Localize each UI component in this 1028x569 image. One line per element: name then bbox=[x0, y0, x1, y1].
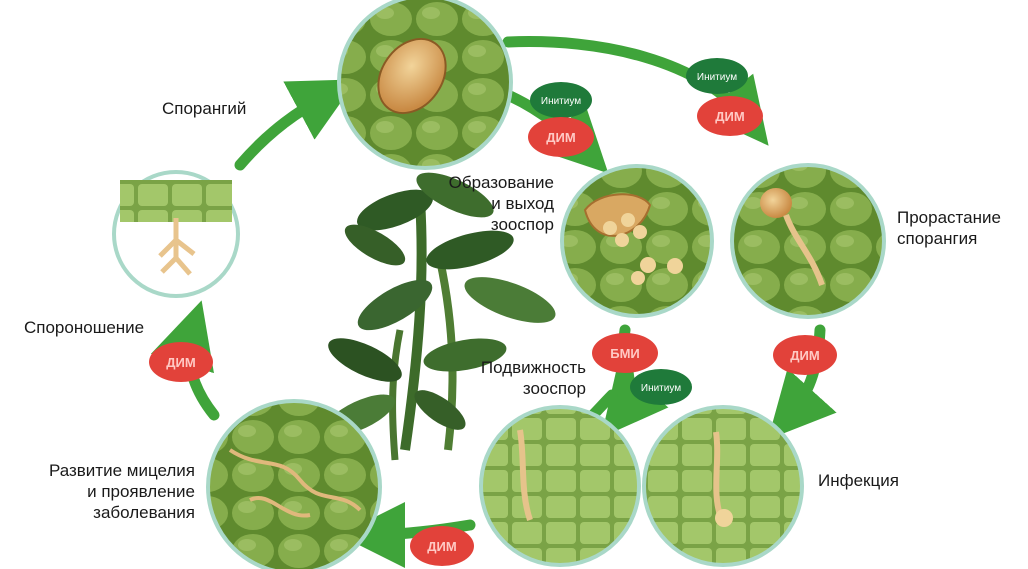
label-mycelium-line-2: и проявление bbox=[0, 481, 195, 502]
stage-circle-zoospore-release bbox=[562, 166, 712, 316]
stage-circle-sporangium bbox=[339, 0, 511, 168]
stage-circle-sporulation bbox=[114, 172, 238, 296]
stage-circle-infection bbox=[644, 407, 802, 565]
label-mycelium-line-1: Развитие мицелия bbox=[0, 460, 195, 481]
badge-dim-4: ДИМ bbox=[149, 342, 213, 382]
label-zoospore-release-line-2: и выход bbox=[400, 193, 554, 214]
badge-dim-5-text: ДИМ bbox=[427, 539, 456, 554]
label-germination-line-2: спорангия bbox=[897, 228, 1001, 249]
label-zoospore-motility-line-2: зооспор bbox=[440, 378, 586, 399]
badge-dim-4-text: ДИМ bbox=[166, 355, 195, 370]
badge-dim-5: ДИМ bbox=[410, 526, 474, 566]
label-zoospore-release-line-3: зооспор bbox=[400, 214, 554, 235]
label-mycelium-line-3: заболевания bbox=[0, 502, 195, 523]
badge-dim-2-text: ДИМ bbox=[715, 109, 744, 124]
label-mycelium: Развитие мицелия и проявление заболевани… bbox=[0, 460, 195, 523]
badge-dim-3: ДИМ bbox=[773, 335, 837, 375]
badge-initium-1-text: Инитиум bbox=[541, 96, 581, 107]
label-zoospore-release: Образование и выход зооспор bbox=[400, 172, 554, 235]
label-sporangium-line-1: Спорангий bbox=[162, 98, 246, 119]
label-sporulation-line-1: Спороношение bbox=[24, 317, 144, 338]
label-germination: Прорастание спорангия bbox=[897, 207, 1001, 249]
stage-circle-mycelium bbox=[208, 401, 380, 569]
arrow-sporulation-to-sporangium bbox=[240, 95, 328, 165]
badge-initium-2: Инитиум bbox=[686, 58, 748, 94]
badge-initium-1: Инитиум bbox=[530, 82, 592, 118]
label-zoospore-release-line-1: Образование bbox=[400, 172, 554, 193]
label-sporulation: Спороношение bbox=[24, 317, 144, 338]
badge-bmi-text: БМИ bbox=[610, 346, 640, 361]
stage-circle-motility bbox=[481, 407, 639, 565]
badge-dim-1-text: ДИМ bbox=[546, 130, 575, 145]
label-infection: Инфекция bbox=[818, 470, 899, 491]
badge-dim-2: ДИМ bbox=[697, 96, 763, 136]
stage-circle-germination bbox=[732, 165, 884, 317]
badge-initium-2-text: Инитиум bbox=[697, 72, 737, 83]
label-sporangium: Спорангий bbox=[162, 98, 246, 119]
label-infection-line-1: Инфекция bbox=[818, 470, 899, 491]
badge-initium-3: Инитиум bbox=[630, 369, 692, 405]
badge-dim-1: ДИМ bbox=[528, 117, 594, 157]
label-zoospore-motility-line-1: Подвижность bbox=[440, 357, 586, 378]
badge-dim-3-text: ДИМ bbox=[790, 348, 819, 363]
label-germination-line-1: Прорастание bbox=[897, 207, 1001, 228]
badge-initium-3-text: Инитиум bbox=[641, 383, 681, 394]
badge-bmi: БМИ bbox=[592, 333, 658, 373]
label-zoospore-motility: Подвижность зооспор bbox=[440, 357, 586, 399]
